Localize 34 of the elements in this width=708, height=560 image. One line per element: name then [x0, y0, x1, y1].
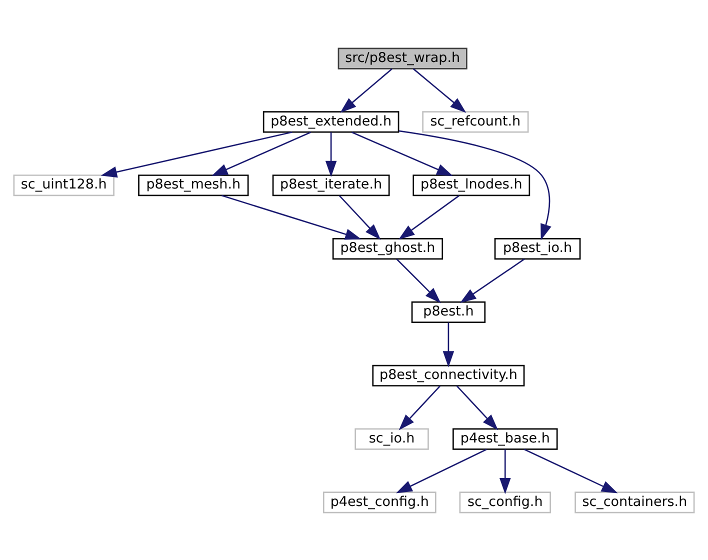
node-box: p8est_ghost.h	[332, 238, 444, 260]
node-box: p4est_config.h	[322, 491, 436, 513]
arrow	[398, 130, 552, 240]
arrow	[338, 194, 381, 240]
node-box: sc_containers.h	[574, 491, 695, 513]
node-box: sc_config.h	[459, 491, 552, 513]
arrow	[221, 194, 362, 240]
node-box: p8est_lnodes.h	[412, 174, 530, 196]
arrow	[456, 384, 498, 430]
node-box: sc_refcount.h	[422, 110, 529, 132]
node-box: p8est_extended.h	[262, 110, 400, 132]
arrow	[524, 448, 618, 493]
node-box: src/p8est_wrap.h	[338, 47, 468, 69]
arrow	[352, 131, 453, 176]
arrow	[340, 68, 392, 112]
arrow	[211, 131, 312, 176]
node-box: sc_uint128.h	[13, 174, 114, 196]
arrow	[325, 132, 337, 177]
node-box: p8est_iterate.h	[272, 174, 390, 196]
node-box: p8est_io.h	[494, 238, 581, 260]
arrow	[442, 322, 454, 367]
node-box: p8est_mesh.h	[138, 174, 249, 196]
arrow	[100, 130, 292, 178]
arrow	[499, 448, 511, 494]
arrow	[396, 258, 441, 303]
node-box: p8est.h	[411, 300, 486, 322]
node-box: p4est_base.h	[452, 428, 558, 450]
node-box: p8est_connectivity.h	[372, 364, 525, 386]
arrow	[396, 448, 487, 493]
arrow	[412, 68, 466, 112]
arrow	[398, 194, 460, 240]
arrow	[398, 384, 441, 430]
arrow	[460, 258, 525, 303]
node-box: sc_io.h	[354, 428, 429, 450]
